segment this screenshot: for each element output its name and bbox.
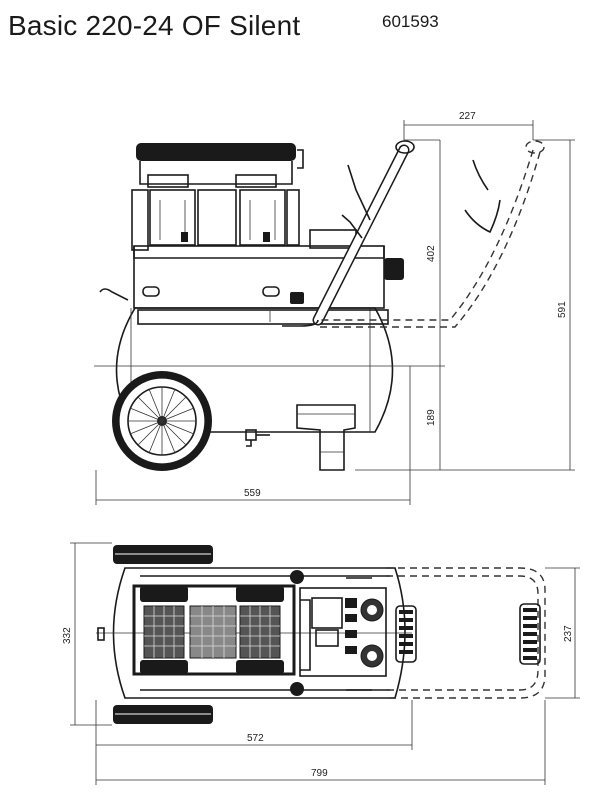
- dim-width-top: 332: [62, 627, 73, 644]
- product-title: Basic 220-24 OF Silent: [8, 10, 301, 41]
- motor-housing: [133, 229, 404, 309]
- wheel: [112, 371, 212, 471]
- top-view: [70, 542, 580, 785]
- foot-stand: [296, 404, 356, 471]
- dim-length-side: 559: [244, 488, 261, 499]
- top-cylinder-heads: [132, 584, 296, 676]
- dim-handle-width-side: 227: [459, 111, 476, 122]
- dim-handle-width-top: 237: [563, 625, 574, 642]
- hose-hook: [99, 288, 129, 301]
- product-code: 601593: [382, 12, 439, 31]
- dim-total-length: 799: [311, 768, 328, 779]
- dim-lower-height: 189: [426, 409, 437, 426]
- cylinder-head: [131, 143, 304, 251]
- dim-body-length: 572: [247, 733, 264, 744]
- handle-extended: [320, 140, 545, 328]
- top-dimensions: [70, 542, 580, 785]
- side-view: [94, 120, 575, 505]
- top-handle: [386, 567, 546, 699]
- handle-solid: [282, 140, 415, 327]
- dim-upper-height: 402: [426, 245, 437, 262]
- drain-valve: [245, 429, 270, 447]
- dim-total-height: 591: [557, 301, 568, 318]
- side-dimensions: [95, 120, 575, 505]
- top-control-panel: [290, 570, 387, 696]
- tank: [94, 307, 410, 433]
